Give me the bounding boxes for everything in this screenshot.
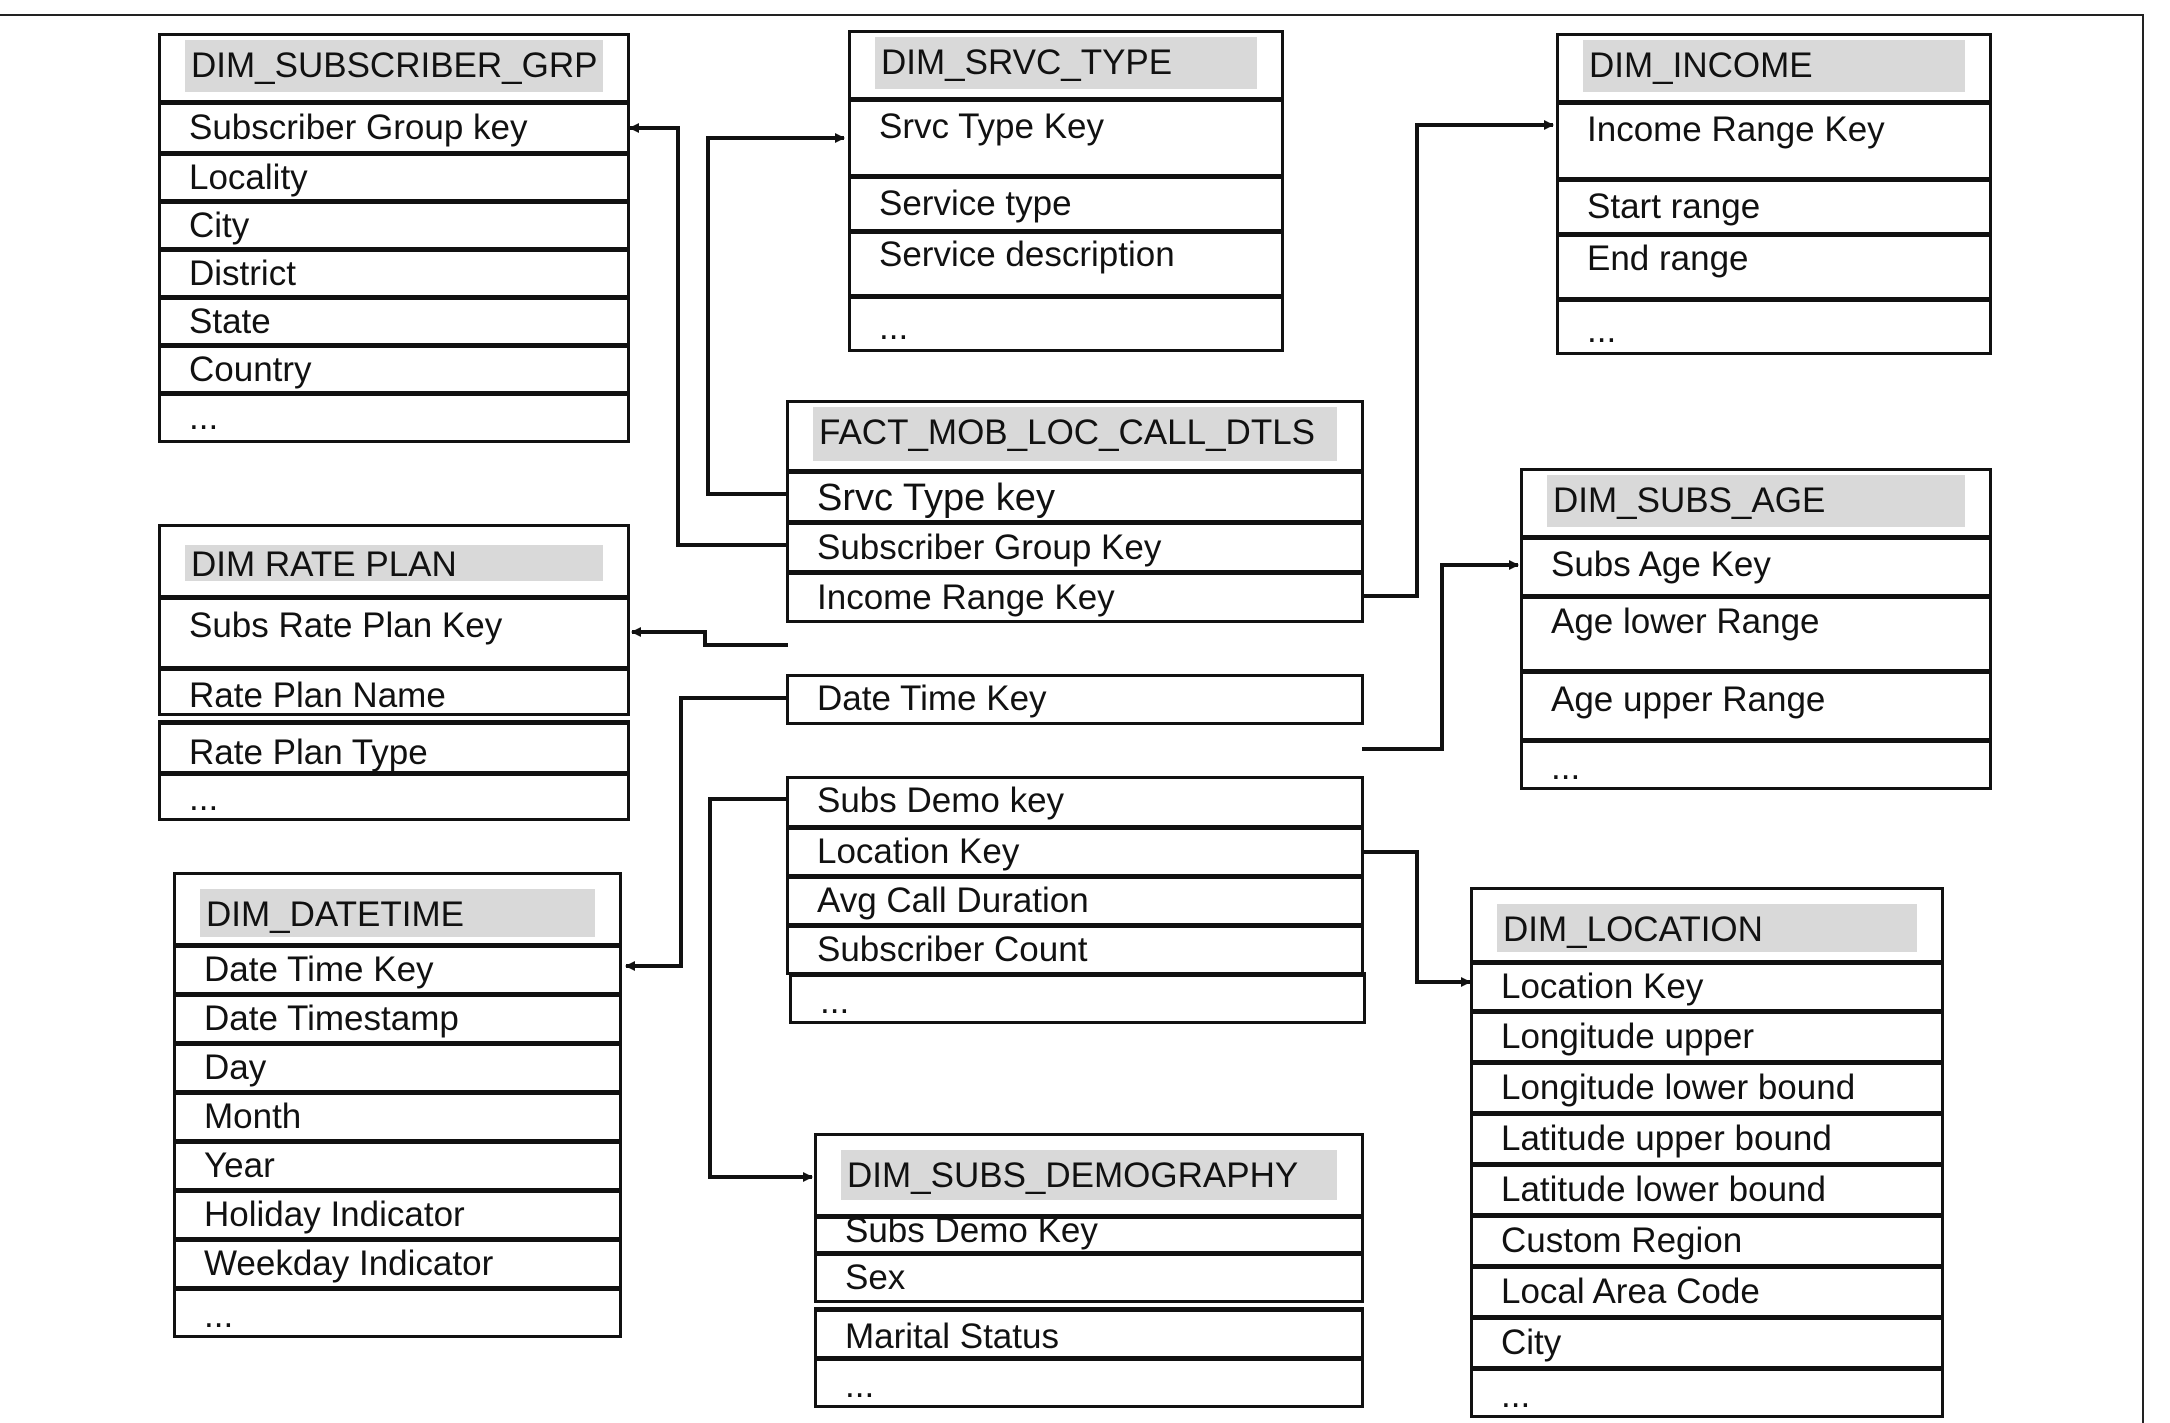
field-service-description: Service description — [848, 229, 1284, 297]
field-longitude-upper: Longitude upper — [1470, 1009, 1944, 1063]
field-local-area-code: Local Area Code — [1470, 1264, 1944, 1318]
entity-title: DIM_SUBS_DEMOGRAPHY — [841, 1150, 1337, 1200]
field-subscriber-count: Subscriber Count — [786, 923, 1364, 975]
field-age-lower-range: Age lower Range — [1520, 594, 1992, 672]
entity-dim-subs-demography: DIM_SUBS_DEMOGRAPHY Subs Demo Key Sex Ma… — [814, 1133, 1364, 1408]
field-ellipsis: ... — [789, 972, 1366, 1024]
field-custom-region: Custom Region — [1470, 1213, 1944, 1267]
diagram-frame — [0, 14, 2144, 1423]
field-srvc-type-key: Srvc Type Key — [848, 97, 1284, 177]
field-month: Month — [173, 1090, 622, 1142]
field-marital-status: Marital Status — [814, 1307, 1364, 1359]
field-day: Day — [173, 1041, 622, 1093]
field-ellipsis: ... — [848, 294, 1284, 352]
entity-title: DIM_DATETIME — [200, 889, 595, 937]
entity-header: DIM_LOCATION — [1470, 887, 1944, 963]
entity-title: FACT_MOB_LOC_CALL_DTLS — [813, 407, 1337, 461]
field-subs-demo-key: Subs Demo key — [786, 776, 1364, 828]
field-location-key: Location Key — [1470, 960, 1944, 1012]
entity-dim-location: DIM_LOCATION Location Key Longitude uppe… — [1470, 887, 1944, 1418]
entity-dim-subs-age: DIM_SUBS_AGE Subs Age Key Age lower Rang… — [1520, 468, 1992, 790]
field-date-time-key: Date Time Key — [173, 943, 622, 995]
field-srvc-type-key: Srvc Type key — [786, 469, 1364, 523]
field-income-range-key: Income Range Key — [1556, 100, 1992, 180]
entity-header: DIM_INCOME — [1556, 33, 1992, 103]
field-year: Year — [173, 1139, 622, 1191]
field-weekday-indicator: Weekday Indicator — [173, 1237, 622, 1289]
entity-header: FACT_MOB_LOC_CALL_DTLS — [786, 400, 1364, 472]
entity-dim-srvc-type: DIM_SRVC_TYPE Srvc Type Key Service type… — [848, 30, 1284, 352]
field-latitude-lower-bound: Latitude lower bound — [1470, 1162, 1944, 1216]
entity-title: DIM_SUBSCRIBER_GRP — [185, 40, 603, 92]
field-subscriber-group-key: Subscriber Group Key — [786, 520, 1364, 573]
field-avg-call-duration: Avg Call Duration — [786, 874, 1364, 926]
field-locality: Locality — [158, 151, 630, 202]
field-state: State — [158, 295, 630, 346]
field-subscriber-group-key: Subscriber Group key — [158, 100, 630, 154]
entity-fact-mob-loc-call-dtls: FACT_MOB_LOC_CALL_DTLS Srvc Type key Sub… — [786, 400, 1364, 623]
entity-header: DIM_SUBS_DEMOGRAPHY — [814, 1133, 1364, 1217]
field-rate-plan-type: Rate Plan Type — [158, 720, 630, 774]
field-ellipsis: ... — [158, 771, 630, 821]
field-subs-age-key: Subs Age Key — [1520, 535, 1992, 597]
field-ellipsis: ... — [814, 1356, 1364, 1408]
field-location-key: Location Key — [786, 825, 1364, 877]
field-longitude-lower-bound: Longitude lower bound — [1470, 1060, 1944, 1114]
field-end-range: End range — [1556, 232, 1992, 300]
entity-header: DIM_SRVC_TYPE — [848, 30, 1284, 100]
field-subs-demo-key: Subs Demo Key — [814, 1214, 1364, 1254]
field-income-range-key: Income Range Key — [786, 570, 1364, 623]
field-ellipsis: ... — [173, 1286, 622, 1338]
field-ellipsis: ... — [1556, 297, 1992, 355]
field-date-timestamp: Date Timestamp — [173, 992, 622, 1044]
entity-title: DIM_SRVC_TYPE — [875, 37, 1257, 89]
field-date-time-key: Date Time Key — [786, 674, 1364, 725]
entity-header: DIM_SUBS_AGE — [1520, 468, 1992, 538]
field-age-upper-range: Age upper Range — [1520, 669, 1992, 741]
entity-title: DIM_LOCATION — [1497, 904, 1917, 952]
field-country: Country — [158, 343, 630, 394]
field-sex: Sex — [814, 1251, 1364, 1303]
field-subs-rate-plan-key: Subs Rate Plan Key — [158, 595, 630, 669]
field-city: City — [1470, 1315, 1944, 1369]
entity-title: DIM RATE PLAN — [185, 545, 603, 581]
field-ellipsis: ... — [1470, 1366, 1944, 1418]
field-rate-plan-name: Rate Plan Name — [158, 666, 630, 716]
field-district: District — [158, 247, 630, 298]
entity-title: DIM_INCOME — [1583, 40, 1965, 92]
field-ellipsis: ... — [1520, 738, 1992, 790]
entity-title: DIM_SUBS_AGE — [1547, 475, 1965, 527]
entity-header: DIM_SUBSCRIBER_GRP — [158, 33, 630, 103]
field-latitude-upper-bound: Latitude upper bound — [1470, 1111, 1944, 1165]
entity-dim-income: DIM_INCOME Income Range Key Start range … — [1556, 33, 1992, 355]
entity-dim-datetime: DIM_DATETIME Date Time Key Date Timestam… — [173, 872, 622, 1338]
entity-header: DIM_DATETIME — [173, 872, 622, 946]
entity-header: DIM RATE PLAN — [158, 524, 630, 598]
field-ellipsis: ... — [158, 391, 630, 443]
fact-date-time-key-row: Date Time Key — [786, 674, 1364, 725]
field-service-type: Service type — [848, 174, 1284, 232]
field-holiday-indicator: Holiday Indicator — [173, 1188, 622, 1240]
field-start-range: Start range — [1556, 177, 1992, 235]
field-city: City — [158, 199, 630, 250]
entity-dim-rate-plan: DIM RATE PLAN Subs Rate Plan Key Rate Pl… — [158, 524, 630, 821]
entity-dim-subscriber-grp: DIM_SUBSCRIBER_GRP Subscriber Group key … — [158, 33, 630, 443]
fact-lower-block: Subs Demo key Location Key Avg Call Dura… — [786, 776, 1366, 1024]
